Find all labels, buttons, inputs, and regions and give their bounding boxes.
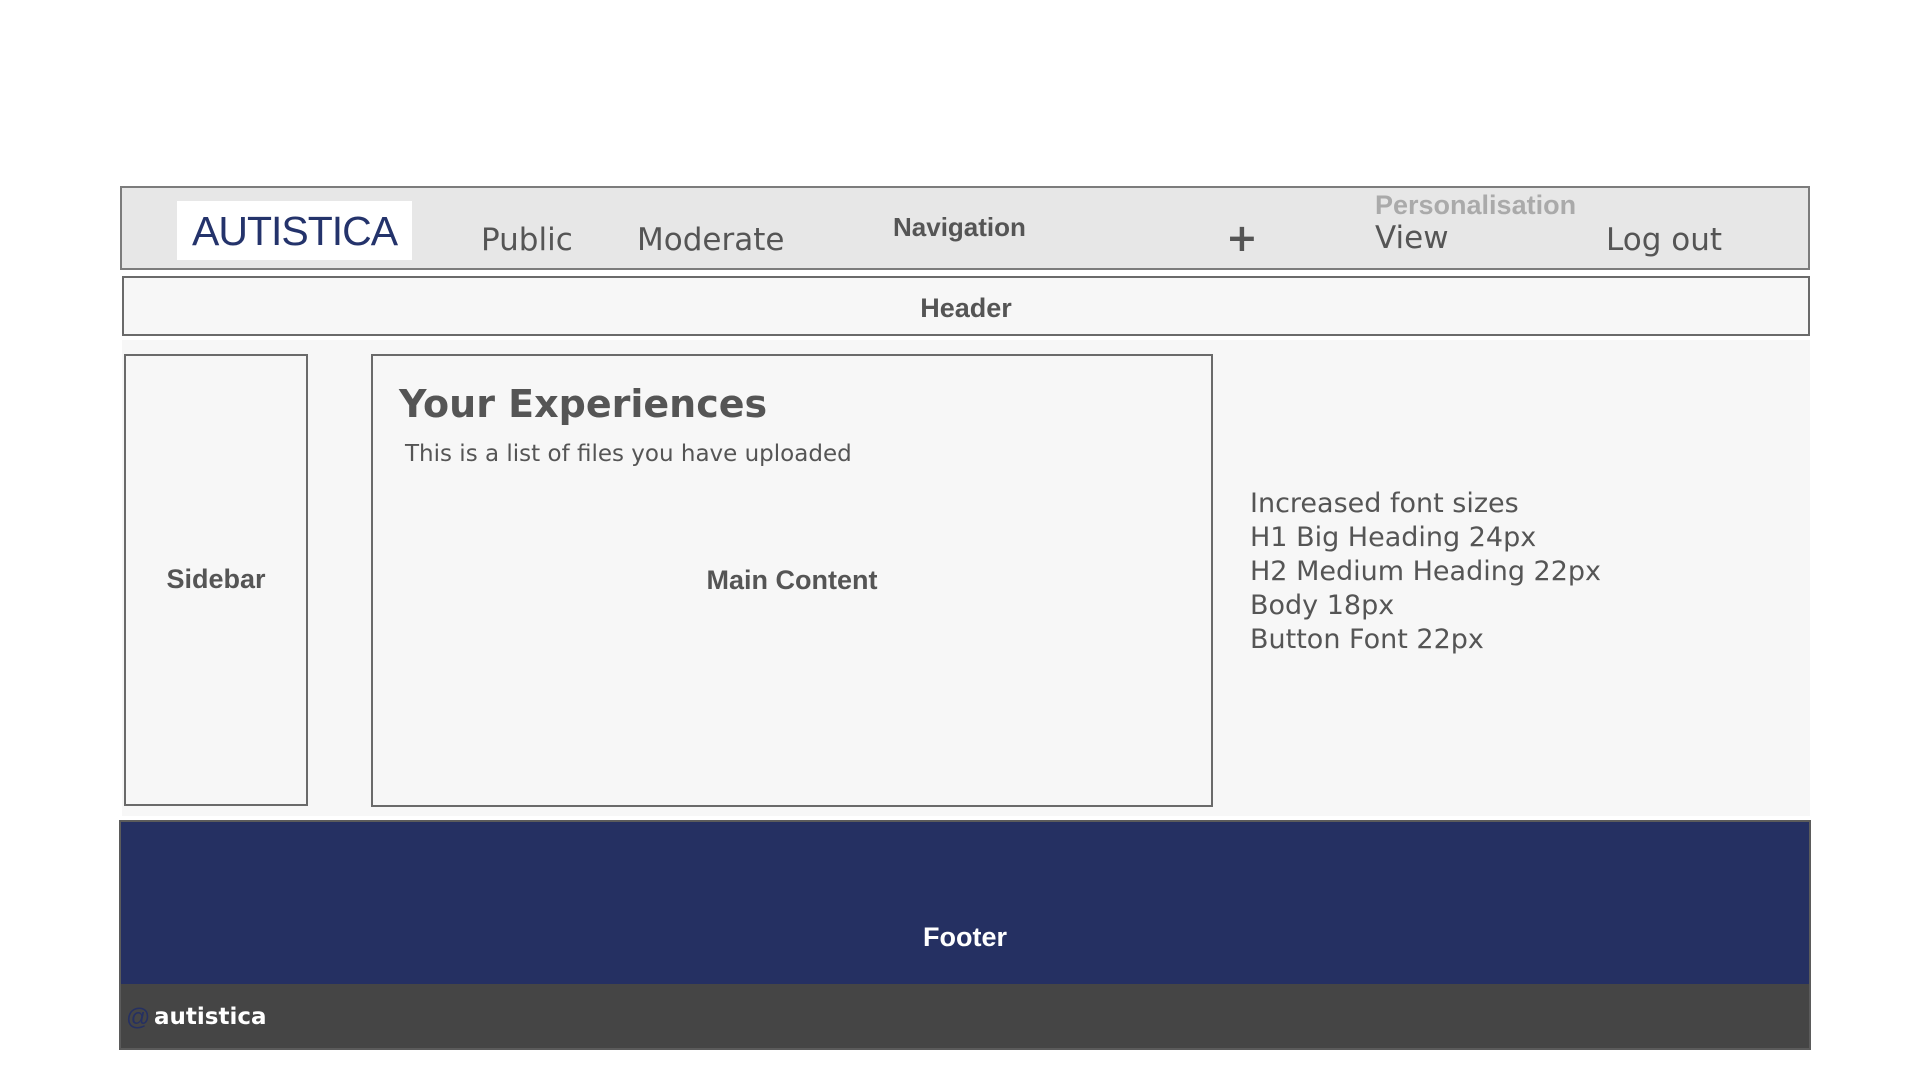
note-line: H1 Big Heading 24px	[1250, 522, 1537, 553]
main-content-label: Main Content	[706, 565, 878, 595]
footer: Footer	[119, 820, 1811, 984]
note-line: Increased font sizes	[1250, 488, 1519, 519]
note-line: Button Font 22px	[1250, 624, 1484, 655]
sidebar-label: Sidebar	[166, 564, 266, 594]
note-line: Body 18px	[1250, 590, 1395, 621]
logo[interactable]: AUTISTICA	[177, 201, 412, 260]
social-bar: @ autistica	[119, 984, 1811, 1050]
font-size-notes: Increased font sizes H1 Big Heading 24px…	[1250, 487, 1601, 657]
social-handle-link[interactable]: autistica	[154, 1004, 267, 1030]
page-subtitle: This is a list of files you have uploade…	[405, 441, 852, 467]
nav-public-link[interactable]: Public	[481, 222, 573, 258]
header-placeholder: Header	[122, 276, 1810, 336]
at-icon: @	[126, 1004, 151, 1031]
sidebar-placeholder: Sidebar	[124, 354, 308, 806]
nav-view-link[interactable]: View	[1375, 220, 1449, 256]
note-line: H2 Medium Heading 22px	[1250, 556, 1602, 587]
nav-moderate-link[interactable]: Moderate	[637, 222, 785, 258]
logout-link[interactable]: Log out	[1606, 222, 1722, 258]
header-label: Header	[920, 293, 1012, 323]
navigation-bar: AUTISTICA Public Moderate Navigation + P…	[120, 186, 1810, 270]
logo-text: AUTISTICA	[192, 208, 398, 254]
page-title: Your Experiences	[399, 382, 768, 426]
plus-icon[interactable]: +	[1226, 216, 1258, 260]
main-content-placeholder: Your Experiences This is a list of files…	[371, 354, 1213, 807]
navigation-annotation: Navigation	[893, 212, 1026, 242]
personalisation-annotation: Personalisation	[1375, 190, 1577, 220]
footer-label: Footer	[923, 922, 1007, 952]
